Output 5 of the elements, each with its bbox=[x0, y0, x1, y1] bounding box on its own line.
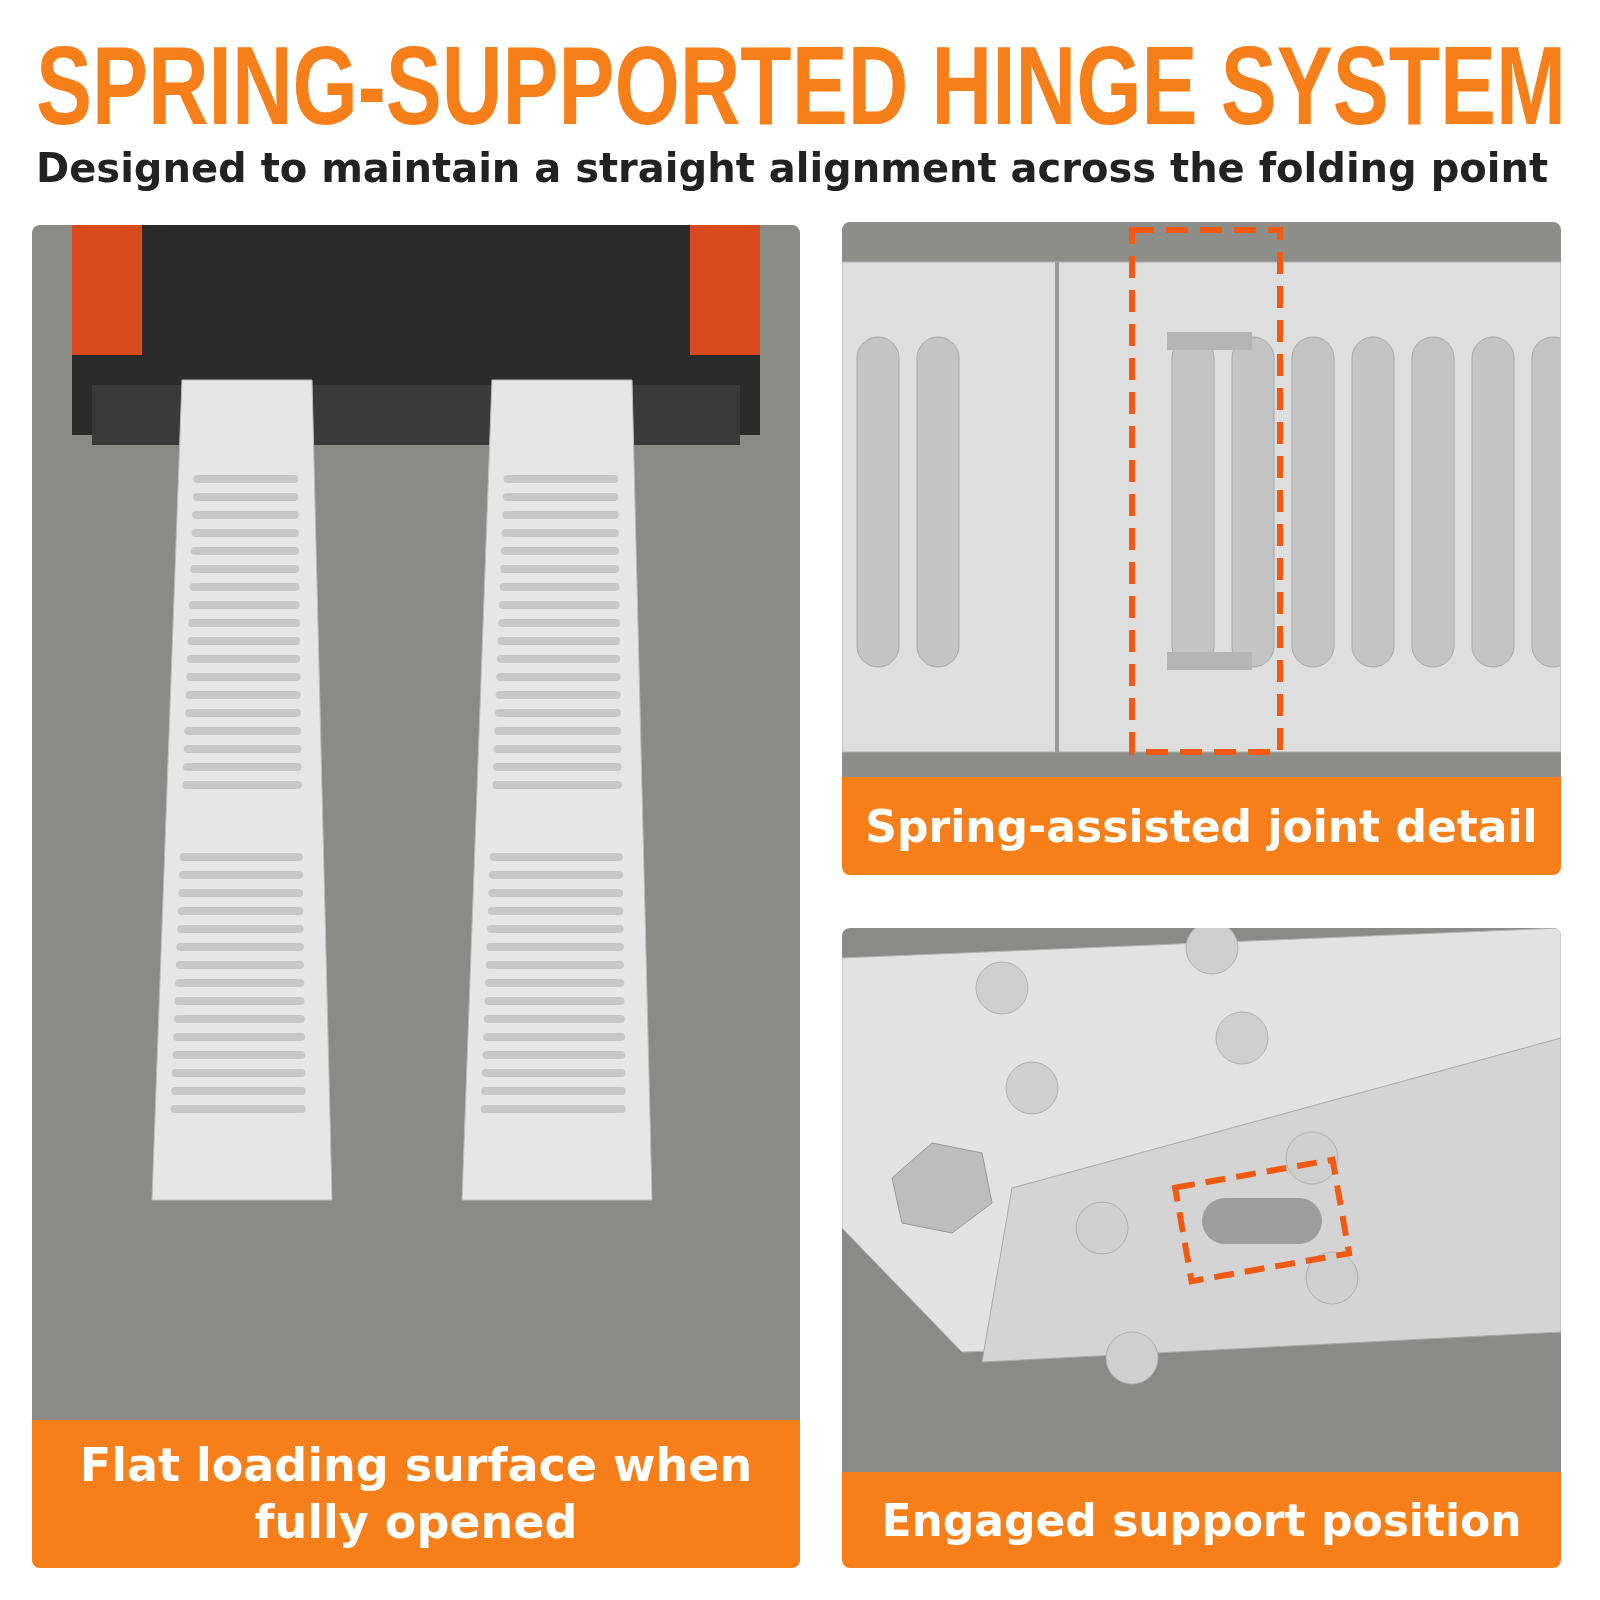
caption-banner: Flat loading surface when fully opened bbox=[32, 1420, 800, 1568]
subtitle: Designed to maintain a straight alignment across the folding point bbox=[36, 146, 1549, 190]
caption-banner: Engaged support position bbox=[842, 1472, 1561, 1568]
caption-banner: Spring-assisted joint detail bbox=[842, 777, 1561, 875]
page-title: SPRING-SUPPORTED HINGE SYSTEM bbox=[36, 30, 1566, 142]
